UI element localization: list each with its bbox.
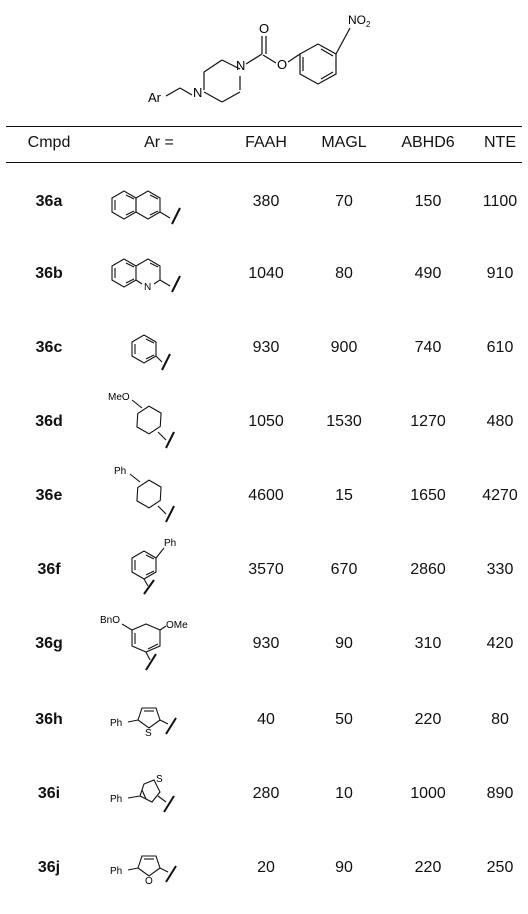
phenyl-label: Ph bbox=[164, 538, 176, 549]
table-row: 36j Ph O 20 90 220 250 bbox=[0, 832, 528, 908]
n1-label: N bbox=[193, 85, 202, 100]
header-cmpd: Cmpd bbox=[27, 134, 71, 151]
magl-value: 900 bbox=[330, 339, 358, 356]
ester-o-label: O bbox=[277, 57, 287, 72]
compound-id: 36a bbox=[35, 193, 63, 210]
nte-value: 910 bbox=[486, 265, 514, 282]
magl-value: 1530 bbox=[326, 413, 362, 430]
magl-value: 80 bbox=[335, 265, 353, 282]
table-row: 36d MeO 1050 1530 1270 480 bbox=[0, 386, 528, 462]
faah-value: 40 bbox=[257, 711, 275, 728]
nte-value: 1100 bbox=[482, 193, 518, 210]
faah-value: 20 bbox=[257, 859, 275, 876]
magl-value: 10 bbox=[335, 785, 353, 802]
nte-value: 610 bbox=[486, 339, 514, 356]
compound-id: 36i bbox=[37, 785, 61, 802]
methoxy-label: MeO bbox=[108, 392, 130, 403]
header-faah: FAAH bbox=[245, 134, 287, 151]
faah-value: 930 bbox=[252, 339, 280, 356]
nte-value: 80 bbox=[491, 711, 509, 728]
magl-value: 90 bbox=[335, 635, 353, 652]
compound-id: 36b bbox=[35, 265, 63, 282]
nte-value: 330 bbox=[486, 561, 514, 578]
abhd6-value: 220 bbox=[414, 711, 442, 728]
nte-value: 420 bbox=[486, 635, 514, 652]
table-top-rule bbox=[6, 126, 522, 127]
n2-label: N bbox=[236, 58, 245, 73]
abhd6-value: 1270 bbox=[410, 413, 446, 430]
naphthyl-structure bbox=[111, 190, 181, 225]
abhd6-value: 490 bbox=[414, 265, 442, 282]
nte-value: 250 bbox=[486, 859, 514, 876]
quinolinyl-structure: N bbox=[111, 258, 181, 293]
abhd6-value: 2860 bbox=[410, 561, 446, 578]
compound-id: 36h bbox=[35, 711, 63, 728]
phenyl-label: Ph bbox=[114, 466, 126, 477]
nte-value: 4270 bbox=[482, 487, 518, 504]
magl-value: 50 bbox=[335, 711, 353, 728]
header-nte: NTE bbox=[484, 134, 516, 151]
compound-id: 36g bbox=[35, 635, 63, 652]
abhd6-value: 740 bbox=[414, 339, 442, 356]
general-structure-scheme: Ar N N O O NO2 bbox=[148, 13, 371, 105]
abhd6-value: 1650 bbox=[410, 487, 446, 504]
methoxy-label: OMe bbox=[166, 620, 188, 631]
compound-id: 36j bbox=[37, 859, 61, 876]
magl-value: 15 bbox=[335, 487, 353, 504]
biphenyl-4-structure: Ph bbox=[114, 466, 175, 523]
abhd6-value: 150 bbox=[414, 193, 442, 210]
sulfur-label: S bbox=[145, 728, 152, 739]
table-row: 36c 930 900 740 610 bbox=[0, 312, 528, 388]
compound-id: 36d bbox=[35, 413, 63, 430]
faah-value: 380 bbox=[252, 193, 280, 210]
phenylthienyl-2-structure: Ph S bbox=[110, 707, 177, 739]
abhd6-value: 1000 bbox=[410, 785, 446, 802]
compound-id: 36f bbox=[37, 561, 61, 578]
table-row: 36b N 1040 80 490 910 bbox=[0, 238, 528, 314]
table-row: 36h Ph S 40 50 220 80 bbox=[0, 684, 528, 760]
table-row: 36a 380 70 150 1100 bbox=[0, 166, 528, 242]
faah-value: 930 bbox=[252, 635, 280, 652]
phenyl-label: Ph bbox=[110, 718, 122, 729]
table-row: 36i Ph S 280 10 1000 890 bbox=[0, 758, 528, 834]
magl-value: 90 bbox=[335, 859, 353, 876]
phenyl-label: Ph bbox=[110, 866, 122, 877]
header-magl: MAGL bbox=[321, 134, 367, 151]
phenyl-label: Ph bbox=[110, 794, 122, 805]
header-abhd6: ABHD6 bbox=[401, 134, 455, 151]
table-row: 36e Ph 4600 15 1650 4270 bbox=[0, 460, 528, 536]
quinoline-n-label: N bbox=[144, 282, 151, 293]
header-ar: Ar = bbox=[144, 134, 174, 151]
carbonyl-o-label: O bbox=[259, 21, 269, 36]
benzyloxy-label: BnO bbox=[100, 615, 120, 626]
methoxyphenyl-structure: MeO bbox=[108, 392, 175, 449]
table-row: 36f Ph 3570 670 2860 330 bbox=[0, 534, 528, 610]
phenyl-structure bbox=[131, 334, 171, 371]
oxygen-label: O bbox=[145, 876, 153, 887]
ar-label: Ar bbox=[148, 90, 162, 105]
biphenyl-2-structure: Ph bbox=[131, 538, 176, 595]
magl-value: 70 bbox=[335, 193, 353, 210]
compound-id: 36c bbox=[35, 339, 63, 356]
phenylthienyl-3-structure: Ph S bbox=[110, 774, 175, 813]
nte-value: 480 bbox=[486, 413, 514, 430]
magl-value: 670 bbox=[330, 561, 358, 578]
faah-value: 4600 bbox=[248, 487, 284, 504]
no2-label: NO2 bbox=[348, 13, 371, 29]
abhd6-value: 310 bbox=[414, 635, 442, 652]
phenylfuryl-structure: Ph O bbox=[110, 855, 177, 887]
faah-value: 280 bbox=[252, 785, 280, 802]
benzyloxy-methoxyphenyl-structure: BnO OMe bbox=[100, 615, 188, 671]
nte-value: 890 bbox=[486, 785, 514, 802]
table-header-rule bbox=[6, 162, 522, 163]
sulfur-label: S bbox=[156, 774, 163, 785]
faah-value: 1050 bbox=[248, 413, 284, 430]
compound-id: 36e bbox=[35, 487, 63, 504]
table-row: 36g BnO OMe 930 90 310 420 bbox=[0, 608, 528, 684]
faah-value: 3570 bbox=[248, 561, 284, 578]
faah-value: 1040 bbox=[248, 265, 284, 282]
abhd6-value: 220 bbox=[414, 859, 442, 876]
